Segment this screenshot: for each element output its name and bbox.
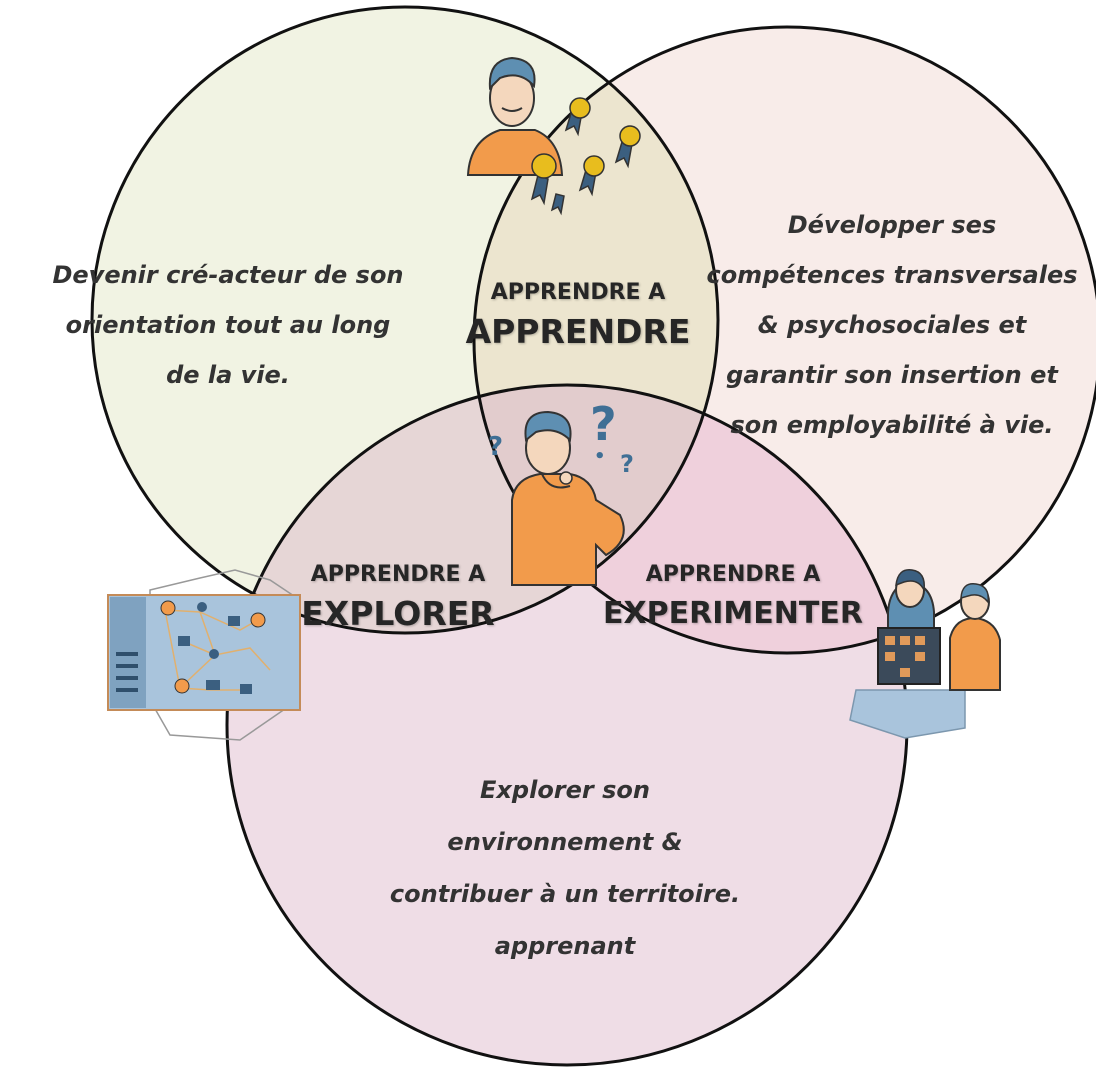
workshop-people-icon: [849, 569, 1001, 739]
svg-text:?: ?: [590, 397, 617, 451]
description-line: garantir son insertion et: [726, 361, 1058, 389]
description-line: Développer ses: [787, 211, 997, 239]
description-line: son employabilité à vie.: [730, 411, 1054, 439]
thinking-person-icon: ? ? ? •: [488, 397, 634, 586]
svg-text:•: •: [594, 446, 606, 467]
intersection-line-1: APPRENDRE A: [310, 562, 486, 587]
description-line: environnement &: [447, 828, 683, 856]
bottom-description: Explorer son environnement & contribuer …: [365, 764, 765, 972]
svg-text:?: ?: [488, 432, 503, 462]
description-line: Devenir cré-acteur de son: [52, 261, 404, 289]
svg-text:?: ?: [620, 450, 634, 478]
intersection-right-label: APPRENDRE A EXPERIMENTER: [598, 560, 868, 638]
top-right-description: Développer ses compétences transversales…: [692, 200, 1092, 450]
description-line: Explorer son: [480, 776, 650, 804]
intersection-line-1: APPRENDRE A: [645, 562, 821, 587]
intersection-line-2: EXPERIMENTER: [603, 596, 863, 631]
description-line: de la vie.: [166, 361, 290, 389]
intersection-line-1: APPRENDRE A: [490, 280, 666, 305]
territory-map-icon: [107, 569, 301, 741]
description-line: & psychosociales et: [757, 311, 1027, 339]
intersection-top-label: APPRENDRE A APPRENDRE: [438, 278, 718, 356]
description-line: contribuer à un territoire.: [389, 880, 741, 908]
overlap-left-fill: [227, 385, 718, 633]
circle-top-left-outline: [90, 5, 720, 635]
circle-top-right-outline: [472, 25, 1096, 655]
intersection-line-2: APPRENDRE: [465, 312, 691, 351]
overlap-right-fill: [474, 385, 907, 653]
intersection-line-2: EXPLORER: [301, 594, 495, 633]
description-line: compétences transversales: [706, 261, 1078, 289]
top-left-description: Devenir cré-acteur de son orientation to…: [18, 250, 438, 400]
description-line: orientation tout au long: [65, 311, 391, 339]
intersection-left-label: APPRENDRE A EXPLORER: [268, 560, 528, 638]
description-line: apprenant: [494, 932, 636, 960]
graduate-with-medals-icon: [466, 56, 641, 216]
